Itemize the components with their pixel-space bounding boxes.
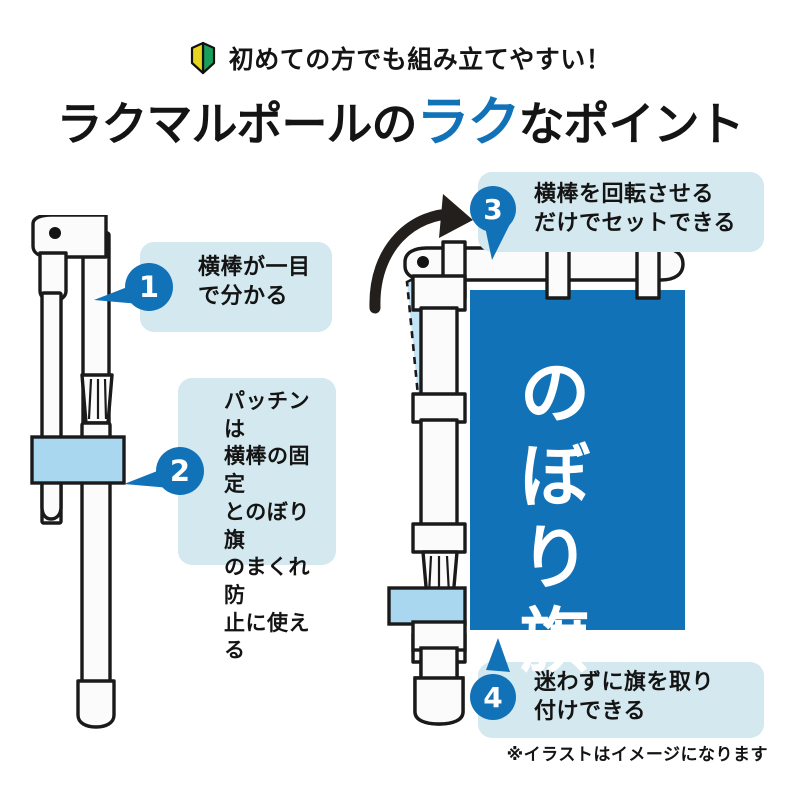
title-part-after: なポイント [518, 97, 745, 151]
patchin-clip [30, 435, 126, 485]
callout-1-badge: 1 [125, 263, 173, 311]
callout-2-line-1: 横棒の固定 [224, 444, 310, 497]
callout-3-badge: 3 [470, 186, 516, 232]
callout-3: 横棒を回転させる だけでセットできる 3 [470, 172, 764, 260]
pole-section-1 [419, 306, 459, 405]
callout-2: パッチンは 横棒の固定 とのぼり旗 のまくれ防 止に使える 2 [124, 378, 336, 662]
callout-4: 迷わずに旗を取り 付けできる 4 [470, 638, 764, 738]
beginner-leaf-icon [190, 41, 215, 75]
pole-section-2 [419, 418, 459, 532]
flag-char-3: 旗 [520, 599, 590, 682]
callout-4-badge: 4 [470, 674, 516, 720]
flag-char-0: の [520, 352, 590, 434]
callout-4-tail [486, 638, 510, 672]
patchin-clip-right [387, 586, 467, 626]
pole-collar-2 [411, 392, 467, 424]
callout-3-line-1: だけでセットできる [534, 211, 737, 237]
pole-foot-outer [413, 676, 465, 726]
callout-4-box: 迷わずに旗を取り 付けできる [478, 662, 764, 738]
callout-2-line-4: 止に使える [224, 610, 310, 663]
footnote: ※イラストはイメージになります [506, 745, 768, 765]
pole-closed-illustration [30, 215, 126, 729]
callout-1: 横棒が一目 で分かる 1 [94, 242, 332, 332]
page-title: ラクマルポールのラクなポイント [0, 96, 800, 149]
cap-pivot-dot [49, 227, 61, 239]
flag-char-1: ぼ [520, 434, 590, 517]
callout-1-line-0: 横棒が一目 [198, 255, 311, 280]
callout-4-line-1: 付けできる [534, 699, 647, 725]
callout-2-line-0: パッチンは [224, 389, 310, 441]
callout-2-box: パッチンは 横棒の固定 とのぼり旗 のまくれ防 止に使える [178, 378, 336, 662]
foot [76, 679, 116, 729]
callout-3-box: 横棒を回転させる だけでセットできる [478, 172, 764, 252]
subtitle-row: 初めての方でも組み立てやすい！ [0, 40, 800, 76]
flag-char-2: り [520, 517, 590, 600]
pole-collar-under-clip [411, 620, 467, 652]
callout-2-line-2: とのぼり旗 [224, 499, 310, 552]
flag-text: の ぼ り 旗 [470, 352, 640, 682]
crossbar-pivot-dot [417, 256, 429, 268]
callout-2-line-3: のまくれ防 [224, 555, 310, 608]
callout-3-line-0: 横棒を回転させる [534, 182, 715, 207]
pole-top-collar [411, 274, 467, 312]
pole-with-flag-illustration [369, 194, 685, 726]
pole-collar-3 [411, 522, 467, 554]
callout-2-badge: 2 [156, 447, 204, 495]
rotation-arrow [369, 194, 473, 314]
callout-1-line-1: で分かる [198, 284, 289, 310]
flag-panel [470, 290, 685, 630]
top-cap [31, 215, 108, 259]
title-part-before: ラクマルポールの [56, 97, 418, 151]
inner-tube-end [40, 475, 63, 521]
subtitle-text: 初めての方でも組み立てやすい！ [228, 45, 612, 74]
callout-4-line-0: 迷わずに旗を取り [534, 670, 715, 695]
title-highlight: ラク [416, 92, 521, 153]
